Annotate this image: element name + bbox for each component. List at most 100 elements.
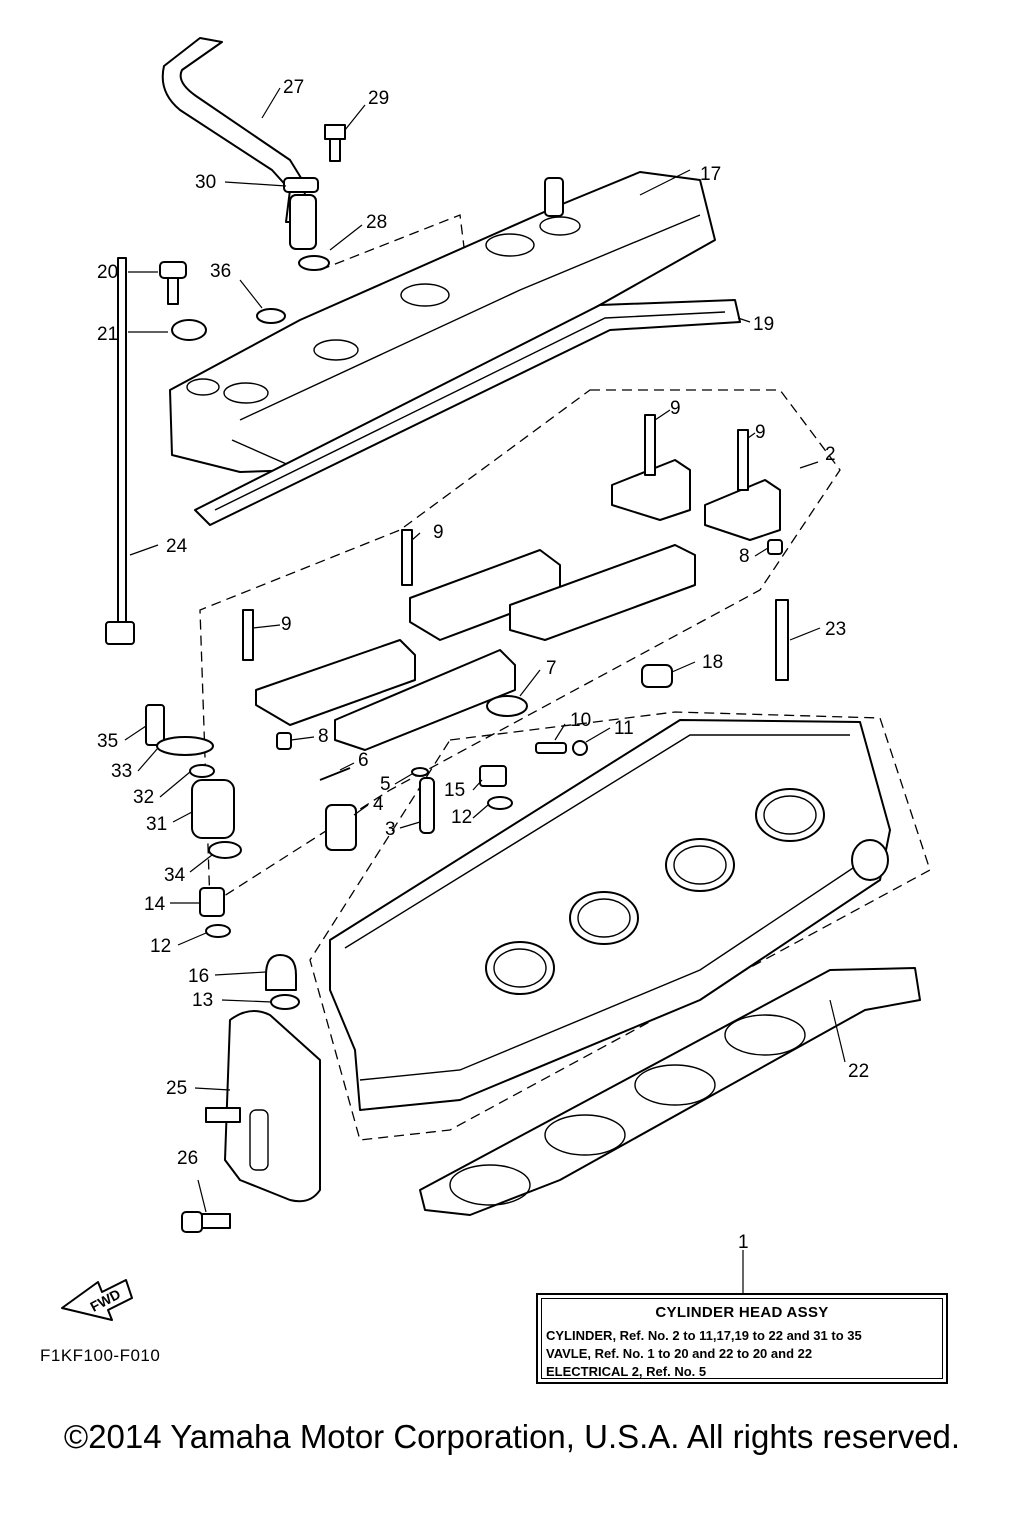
leader-lines xyxy=(124,87,846,1293)
bolt-20-shank xyxy=(167,277,179,305)
callout-9-c: 9 xyxy=(433,522,444,543)
head-side-boss xyxy=(851,839,889,881)
cap-18 xyxy=(641,664,673,688)
callout-27: 27 xyxy=(283,77,304,98)
intake-port-1-inner xyxy=(493,948,547,988)
cover-port-d xyxy=(400,283,450,307)
head-upper-edge xyxy=(344,734,850,949)
callout-12-b: 12 xyxy=(150,936,171,957)
callout-22: 22 xyxy=(848,1061,869,1082)
callout-15: 15 xyxy=(444,780,465,801)
plate-slot xyxy=(249,1109,269,1171)
cover-port-c xyxy=(313,339,359,361)
callout-25: 25 xyxy=(166,1078,187,1099)
callout-14: 14 xyxy=(144,894,166,915)
cover-breather-boss xyxy=(544,177,564,217)
cover-gasket-inner xyxy=(214,311,726,511)
nut-14 xyxy=(199,887,225,917)
gasket-bore-1 xyxy=(449,1164,531,1206)
callout-29: 29 xyxy=(368,88,389,109)
intake-port-4 xyxy=(755,788,825,842)
pin-6 xyxy=(319,767,351,781)
gasket-bore-4 xyxy=(724,1014,806,1056)
head-deck xyxy=(359,849,881,1081)
cover-port-b xyxy=(223,382,269,404)
camshaft-cap-lower-a xyxy=(255,639,416,726)
cover-port-f xyxy=(539,216,581,236)
plug-36 xyxy=(256,308,286,324)
diagram-code: F1KF100-F010 xyxy=(40,1346,161,1365)
cover-gasket xyxy=(194,299,741,526)
cable-tie-24-head xyxy=(105,621,135,645)
head-gasket xyxy=(419,967,921,1216)
cable-tie-24 xyxy=(117,257,127,629)
o-ring-28 xyxy=(298,255,330,271)
intake-port-2 xyxy=(569,891,639,945)
callout-11: 11 xyxy=(614,718,634,739)
camshaft-cap-group-outline xyxy=(199,389,841,907)
assembly-line-electrical: ELECTRICAL 2, Ref. No. 5 xyxy=(546,1364,707,1379)
hose-clamp xyxy=(283,177,319,193)
callout-2: 2 xyxy=(825,444,836,465)
sleeve-31 xyxy=(191,779,235,839)
plate-33 xyxy=(156,736,214,756)
copyright-notice: ©2014 Yamaha Motor Corporation, U.S.A. A… xyxy=(63,1418,961,1455)
nut-16 xyxy=(265,954,297,991)
callout-8-a: 8 xyxy=(739,546,750,567)
callout-labels: 1 2 3 4 5 6 7 8 8 9 9 9 9 10 11 12 12 13… xyxy=(97,77,869,1253)
washer-12-b xyxy=(487,796,513,810)
callout-18: 18 xyxy=(702,652,723,673)
callout-17: 17 xyxy=(700,164,721,185)
callout-31: 31 xyxy=(146,814,167,835)
dowel-8-a xyxy=(767,539,783,555)
callout-24: 24 xyxy=(166,536,188,557)
callout-20: 20 xyxy=(97,262,118,283)
bolt-20-head xyxy=(159,261,187,279)
assembly-line-cylinder: CYLINDER, Ref. No. 2 to 11,17,19 to 22 a… xyxy=(546,1328,862,1343)
callout-16: 16 xyxy=(188,966,209,987)
o-ring-5 xyxy=(411,767,429,777)
callout-13: 13 xyxy=(192,990,213,1011)
cover-port-a xyxy=(186,378,220,396)
callout-12-a: 12 xyxy=(451,807,472,828)
camshaft-cap-2-a xyxy=(611,459,691,521)
callout-35: 35 xyxy=(97,731,118,752)
gasket-bore-3 xyxy=(634,1064,716,1106)
callout-19: 19 xyxy=(753,314,774,335)
callout-8-b: 8 xyxy=(318,726,329,747)
seal-3 xyxy=(419,777,435,834)
intake-port-3-inner xyxy=(673,845,727,885)
washer-32 xyxy=(189,764,215,778)
intake-port-2-inner xyxy=(577,898,631,938)
callout-28: 28 xyxy=(366,212,387,233)
callout-9-b: 9 xyxy=(755,422,766,443)
cover-port-e xyxy=(485,233,535,257)
bolt-23 xyxy=(775,599,789,681)
callout-5: 5 xyxy=(380,774,391,795)
breather-hose xyxy=(161,37,307,223)
grommet-21 xyxy=(171,319,207,341)
bolt-29-head xyxy=(324,124,346,140)
bolt-10 xyxy=(535,742,567,754)
assembly-info-box: CYLINDER HEAD ASSY CYLINDER, Ref. No. 2 … xyxy=(536,1293,948,1384)
bolt-35 xyxy=(145,704,165,746)
plug-7 xyxy=(486,695,528,717)
callout-4: 4 xyxy=(373,794,384,815)
washer-13 xyxy=(270,994,300,1010)
bolt-9-c xyxy=(401,529,413,586)
washer-12-a xyxy=(205,924,231,938)
assembly-title: CYLINDER HEAD ASSY xyxy=(655,1304,829,1321)
intake-port-4-inner xyxy=(763,795,817,835)
hose-fitting xyxy=(289,194,317,250)
gasket-bore-2 xyxy=(544,1114,626,1156)
callout-6: 6 xyxy=(358,750,369,771)
callout-7: 7 xyxy=(546,658,557,679)
callout-30: 30 xyxy=(195,172,216,193)
callout-36: 36 xyxy=(210,261,231,282)
nut-15 xyxy=(479,765,507,787)
callout-9-a: 9 xyxy=(670,398,681,419)
bolt-29-shank xyxy=(329,138,341,162)
assembly-line-valve: VAVLE, Ref. No. 1 to 20 and 22 to 20 and… xyxy=(546,1346,813,1361)
cover-plate-25 xyxy=(224,1010,321,1203)
